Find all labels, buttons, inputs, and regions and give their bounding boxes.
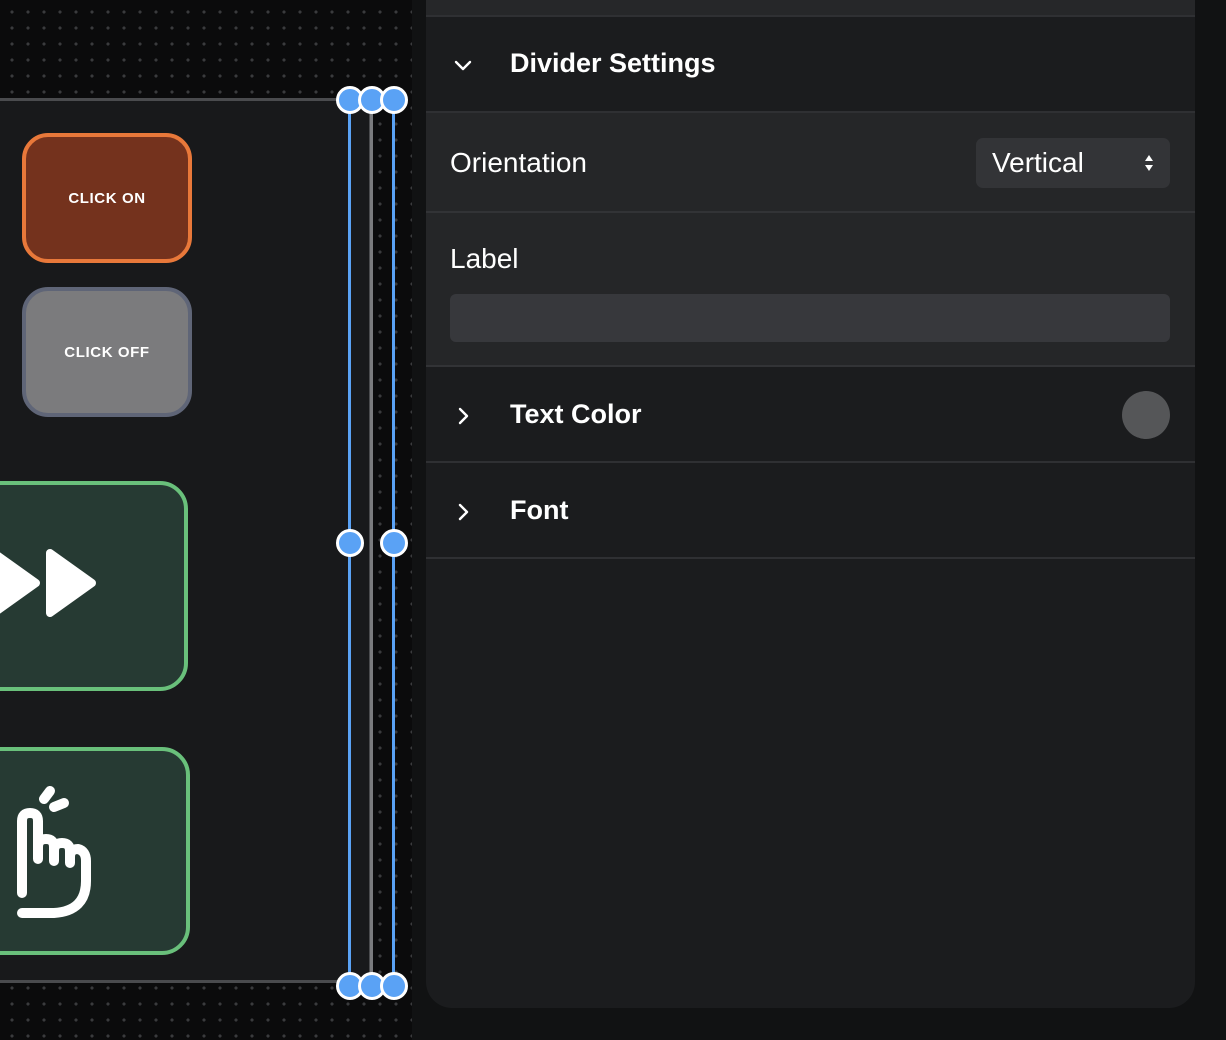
label-field-label: Label <box>450 243 519 274</box>
text-color-header[interactable]: Text Color <box>426 367 1195 463</box>
fast-forward-icon <box>0 549 96 617</box>
orientation-select[interactable]: Vertical <box>976 138 1170 188</box>
divider-settings-header[interactable]: Divider Settings <box>426 17 1195 113</box>
click-off-button-tile[interactable]: CLICK OFF <box>22 287 192 417</box>
text-color-swatch[interactable] <box>1122 391 1170 439</box>
design-canvas[interactable]: CLICK ON CLICK OFF <box>0 0 412 1040</box>
tap-button-tile[interactable] <box>0 747 190 955</box>
chevron-right-icon <box>458 503 469 521</box>
orientation-value: Vertical <box>992 147 1084 178</box>
fast-forward-button-tile[interactable] <box>0 481 188 691</box>
resize-handle-top-left[interactable] <box>336 86 364 114</box>
text-color-title: Text Color <box>510 399 642 429</box>
label-row: Label <box>426 213 1195 367</box>
orientation-label: Orientation <box>450 147 587 178</box>
click-on-label: CLICK ON <box>68 189 146 207</box>
orientation-row: Orientation Vertical <box>426 113 1195 213</box>
resize-handle-top-right[interactable] <box>380 86 408 114</box>
divider-element[interactable] <box>370 100 373 986</box>
properties-panel: Divider Settings Orientation Vertical La… <box>426 0 1195 1008</box>
click-on-button-tile[interactable]: CLICK ON <box>22 133 192 263</box>
select-arrows-icon <box>1145 155 1153 171</box>
divider-settings-title: Divider Settings <box>510 48 716 78</box>
resize-handle-middle-right[interactable] <box>380 529 408 557</box>
resize-handle-middle-left[interactable] <box>336 529 364 557</box>
tap-hand-icon <box>17 786 91 918</box>
resize-handle-bottom-right[interactable] <box>380 972 408 1000</box>
click-off-label: CLICK OFF <box>64 343 150 361</box>
chevron-right-icon <box>458 407 469 425</box>
font-header[interactable]: Font <box>426 463 1195 559</box>
label-input[interactable] <box>450 294 1170 342</box>
previous-section-edge <box>426 0 1195 17</box>
chevron-down-icon <box>454 60 472 71</box>
font-title: Font <box>510 495 569 525</box>
